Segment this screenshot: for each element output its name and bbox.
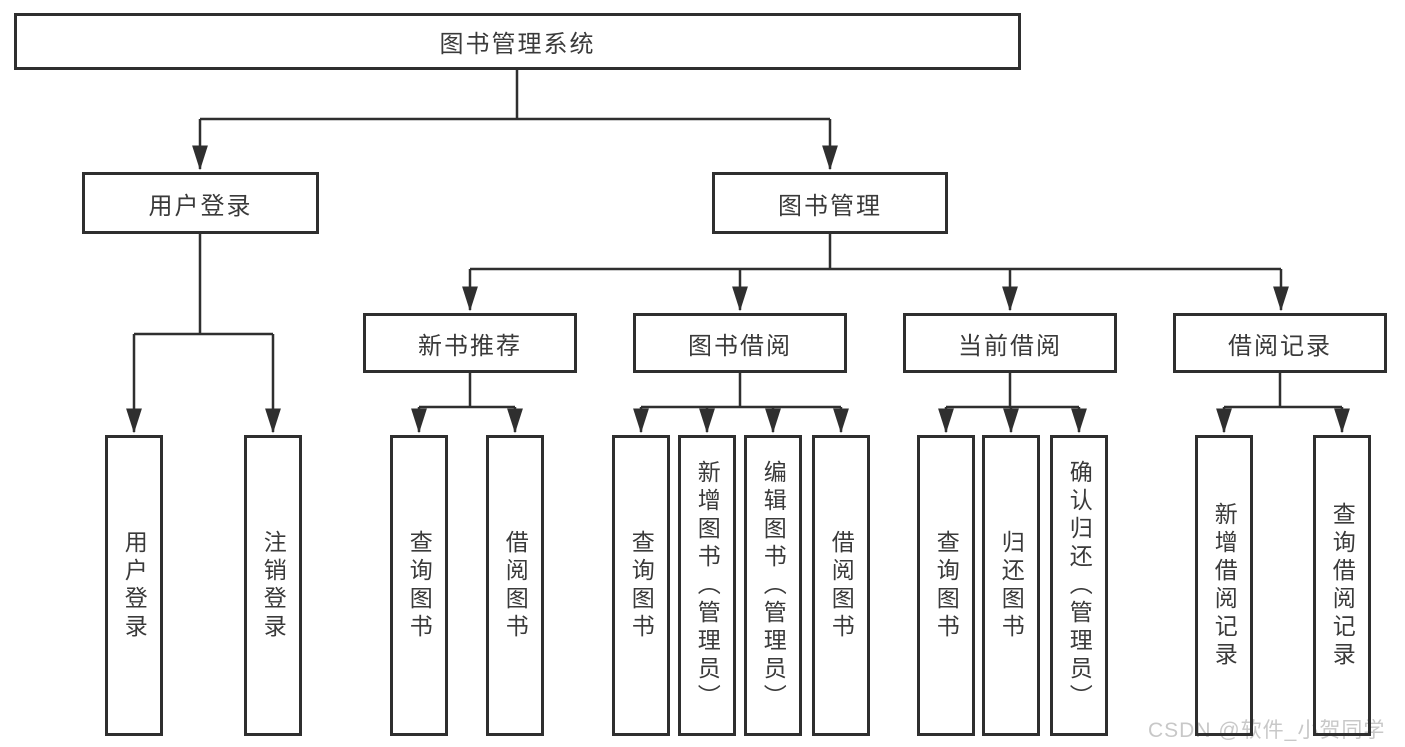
leaf-user-login-label: 用户登录 (121, 529, 148, 642)
leaf-borrowing-add-books-admin: 新增图书（管理员） (678, 435, 736, 736)
leaf-borrowing-query-books: 查询图书 (612, 435, 670, 736)
node-user-login-label: 用户登录 (148, 192, 253, 220)
connector-root-to-level1 (192, 70, 839, 171)
connector-user-login-to-leaves (126, 234, 282, 434)
node-book-management-label: 图书管理 (778, 192, 882, 220)
connector-borrowing-records-to-leaves (1216, 373, 1351, 434)
node-borrowing-records: 借阅记录 (1173, 313, 1387, 373)
leaf-recommend-query-books-label: 查询图书 (406, 529, 433, 642)
node-root: 图书管理系统 (14, 13, 1021, 70)
leaf-current-confirm-return-admin: 确认归还（管理员） (1050, 435, 1108, 736)
connector-book-borrowing-to-leaves (633, 373, 850, 434)
leaf-records-add-record: 新增借阅记录 (1195, 435, 1253, 736)
leaf-current-query-books: 查询图书 (917, 435, 975, 736)
leaf-borrowing-borrow-books-label: 借阅图书 (828, 529, 855, 642)
connector-book-management-to-sections (462, 234, 1290, 312)
leaf-records-add-record-label: 新增借阅记录 (1211, 501, 1238, 670)
node-book-borrowing: 图书借阅 (633, 313, 847, 373)
leaf-current-query-books-label: 查询图书 (933, 529, 960, 642)
node-current-borrowing-label: 当前借阅 (958, 332, 1062, 360)
leaf-borrowing-edit-books-admin-label: 编辑图书（管理员） (760, 459, 787, 712)
node-book-borrowing-label: 图书借阅 (688, 332, 792, 360)
connector-new-book-recommend-to-leaves (411, 373, 524, 434)
node-root-label: 图书管理系统 (439, 31, 596, 58)
leaf-current-return-books-label: 归还图书 (998, 529, 1025, 642)
leaf-borrowing-borrow-books: 借阅图书 (812, 435, 870, 736)
node-new-book-recommend: 新书推荐 (363, 313, 577, 373)
leaf-current-confirm-return-admin-label: 确认归还（管理员） (1066, 459, 1093, 712)
node-user-login: 用户登录 (82, 172, 319, 234)
leaf-borrowing-query-books-label: 查询图书 (628, 529, 655, 642)
node-borrowing-records-label: 借阅记录 (1228, 332, 1332, 360)
leaf-records-query-record-label: 查询借阅记录 (1329, 501, 1356, 670)
leaf-current-return-books: 归还图书 (982, 435, 1040, 736)
leaf-recommend-borrow-books-label: 借阅图书 (502, 529, 529, 642)
leaf-logout-login: 注销登录 (244, 435, 302, 736)
leaf-user-login: 用户登录 (105, 435, 163, 736)
leaf-borrowing-add-books-admin-label: 新增图书（管理员） (694, 459, 721, 712)
csdn-watermark: CSDN @软件_小贺同学 (1148, 719, 1386, 742)
leaf-recommend-query-books: 查询图书 (390, 435, 448, 736)
node-book-management: 图书管理 (712, 172, 948, 234)
leaf-records-query-record: 查询借阅记录 (1313, 435, 1371, 736)
leaf-recommend-borrow-books: 借阅图书 (486, 435, 544, 736)
connector-current-borrowing-to-leaves (938, 373, 1088, 434)
leaf-borrowing-edit-books-admin: 编辑图书（管理员） (744, 435, 802, 736)
node-current-borrowing: 当前借阅 (903, 313, 1117, 373)
leaf-logout-login-label: 注销登录 (260, 529, 287, 642)
node-new-book-recommend-label: 新书推荐 (418, 332, 522, 360)
